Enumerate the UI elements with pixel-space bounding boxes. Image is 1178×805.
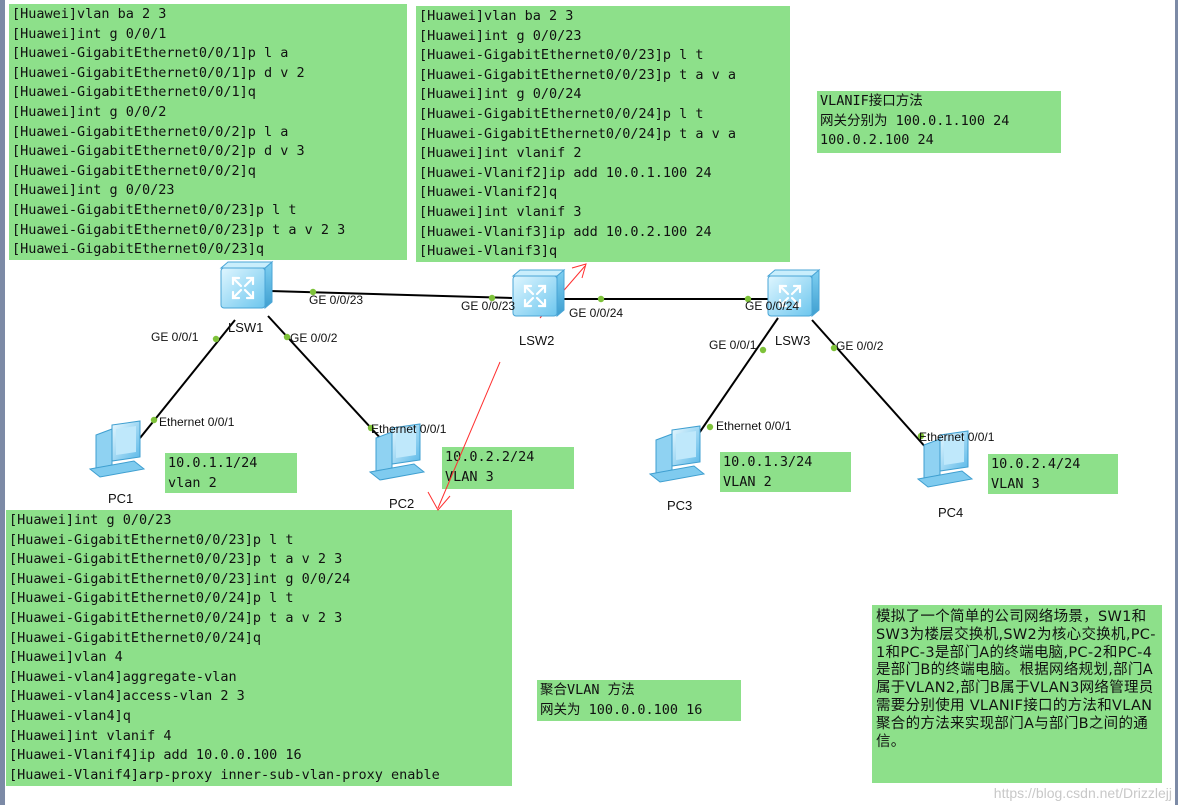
switch-lsw1[interactable] <box>219 260 274 310</box>
note-line: [Huawei-GigabitEthernet0/0/1]p d v 2 <box>12 64 305 81</box>
note-line: [Huawei-GigabitEthernet0/0/23]p l t <box>9 531 294 548</box>
note-lsw2-vlanif-config: [Huawei]vlan ba 2 3 [Huawei]int g 0/0/23 [… <box>416 6 790 262</box>
note-line: [Huawei-vlan4]access-vlan 2 3 <box>9 688 245 705</box>
label-lsw2: LSW2 <box>519 333 554 348</box>
note-line: [Huawei-GigabitEthernet0/0/24]p l t <box>9 590 294 607</box>
port-label-pc2-eth: Ethernet 0/0/1 <box>371 422 447 436</box>
label-lsw3: LSW3 <box>775 333 810 348</box>
window-frame-right <box>1175 0 1178 805</box>
note-line: [Huawei]int g 0/0/2 <box>12 103 167 120</box>
port-label-lsw3-ge1: GE 0/0/1 <box>709 338 757 352</box>
window-frame-left <box>0 0 5 805</box>
note-line: 聚合VLAN 方法 <box>540 682 635 698</box>
label-lsw1: LSW1 <box>228 320 263 335</box>
note-line: [Huawei-GigabitEthernet0/0/23]p t a v 2 … <box>9 551 343 568</box>
note-line: [Huawei-GigabitEthernet0/0/2]q <box>12 162 256 179</box>
note-line: [Huawei]int g 0/0/23 <box>12 182 175 199</box>
note-line: [Huawei-GigabitEthernet0/0/23]p l t <box>419 47 704 64</box>
port-label-lsw3-ge2: GE 0/0/2 <box>836 339 884 353</box>
port-label-lsw3-ge24: GE 0/0/24 <box>745 299 799 313</box>
port-label-lsw1-ge1: GE 0/0/1 <box>151 330 199 344</box>
note-line: [Huawei-GigabitEthernet0/0/23]p t a v a <box>419 66 736 83</box>
note-lsw1-config: [Huawei]vlan ba 2 3 [Huawei]int g 0/0/1 [H… <box>9 4 407 260</box>
pc-pc1[interactable] <box>89 420 145 478</box>
note-line: [Huawei]int g 0/0/23 <box>419 27 582 44</box>
note-vlanif-method: VLANIF接口方法网关分别为 100.0.1.100 24 100.0.2.10… <box>817 91 1061 153</box>
label-pc3: PC3 <box>667 498 692 513</box>
watermark: https://blog.csdn.net/Drizzlejj <box>993 785 1172 801</box>
note-line: [Huawei]int g 0/0/1 <box>12 25 167 42</box>
note-line: [Huawei-GigabitEthernet0/0/2]p d v 3 <box>12 143 305 160</box>
note-line: 网关为 100.0.0.100 16 <box>540 701 703 718</box>
note-line: [Huawei-GigabitEthernet0/0/23]p t a v 2 … <box>12 221 346 238</box>
note-line: [Huawei]vlan ba 2 3 <box>419 8 574 24</box>
note-pc1-info: 10.0.1.1/24 vlan 2 <box>165 453 297 493</box>
note-aggregate-config: [Huawei]int g 0/0/23 [Huawei-GigabitEther… <box>6 510 512 786</box>
note-line: [Huawei]int vlanif 4 <box>9 727 172 744</box>
note-line: 10.0.2.4/24 <box>991 456 1081 472</box>
note-line: [Huawei-Vlanif4]ip add 10.0.0.100 16 <box>9 747 302 764</box>
note-line: [Huawei-Vlanif2]ip add 10.0.1.100 24 <box>419 164 712 181</box>
note-scenario-description: 模拟了一个简单的公司网络场景，SW1和SW3为楼层交换机,SW2为核心交换机,P… <box>872 605 1162 783</box>
note-line: [Huawei]vlan ba 2 3 <box>12 6 167 22</box>
note-line: [Huawei-GigabitEthernet0/0/23]p l t <box>12 201 297 218</box>
note-line: [Huawei-GigabitEthernet0/0/1]q <box>12 84 256 101</box>
note-line: [Huawei-Vlanif4]arp-proxy inner-sub-vlan… <box>9 766 440 783</box>
label-pc4: PC4 <box>938 505 963 520</box>
note-line: [Huawei-GigabitEthernet0/0/24]p t a v a <box>419 125 736 142</box>
port-label-lsw2-ge23: GE 0/0/23 <box>461 299 515 313</box>
note-line: VLAN 3 <box>991 475 1040 492</box>
label-pc1: PC1 <box>108 491 133 506</box>
note-line: [Huawei]int g 0/0/23 <box>9 512 172 528</box>
note-line: [Huawei-vlan4]q <box>9 707 131 724</box>
note-line: vlan 2 <box>168 474 217 491</box>
link-lsw1-lsw2 <box>269 290 513 299</box>
port-dots <box>150 288 925 440</box>
note-line: [Huawei]int vlanif 3 <box>419 203 582 220</box>
note-line: VLAN 2 <box>723 473 772 490</box>
note-line: [Huawei]int g 0/0/24 <box>419 86 582 103</box>
link-lsw3-pc3 <box>692 317 779 443</box>
port-label-lsw1-ge2: GE 0/0/2 <box>290 331 338 345</box>
note-line: [Huawei]int vlanif 2 <box>419 145 582 162</box>
note-line: [Huawei-Vlanif2]q <box>419 184 558 201</box>
note-line: [Huawei-GigabitEthernet0/0/23]int g 0/0/… <box>9 570 351 587</box>
note-line: 网关分别为 100.0.1.100 24 <box>820 112 1010 129</box>
port-label-pc1-eth: Ethernet 0/0/1 <box>159 415 235 429</box>
note-line: [Huawei-GigabitEthernet0/0/1]p l a <box>12 45 289 62</box>
note-line: 10.0.2.2/24 <box>445 449 535 465</box>
note-line: [Huawei-Vlanif3]q <box>419 243 558 260</box>
note-aggregate-method: 聚合VLAN 方法网关为 100.0.0.100 16 <box>537 680 741 721</box>
note-line: [Huawei-GigabitEthernet0/0/24]p t a v 2 … <box>9 609 343 626</box>
port-label-lsw1-ge23: GE 0/0/23 <box>309 293 363 307</box>
arrow-to-aggregate-config <box>437 361 501 509</box>
note-line: VLANIF接口方法 <box>820 93 923 109</box>
switch-lsw2[interactable] <box>511 268 566 318</box>
note-line: 100.0.2.100 24 <box>820 132 934 149</box>
port-label-pc4-eth: Ethernet 0/0/1 <box>919 430 995 444</box>
note-line: [Huawei-GigabitEthernet0/0/23]q <box>12 241 264 258</box>
note-line: [Huawei]vlan 4 <box>9 649 123 666</box>
note-line: [Huawei-Vlanif3]ip add 10.0.2.100 24 <box>419 223 712 240</box>
link-lsw3-pc4 <box>811 319 929 451</box>
port-label-lsw2-ge24: GE 0/0/24 <box>569 306 623 320</box>
note-line: 10.0.1.3/24 <box>723 454 813 470</box>
port-label-pc3-eth: Ethernet 0/0/1 <box>716 419 792 433</box>
note-line: [Huawei-GigabitEthernet0/0/24]p l t <box>419 105 704 122</box>
pc-pc3[interactable] <box>649 425 705 483</box>
note-line: [Huawei-GigabitEthernet0/0/2]p l a <box>12 123 289 140</box>
note-line: [Huawei-vlan4]aggregate-vlan <box>9 668 237 685</box>
note-line: [Huawei-GigabitEthernet0/0/24]q <box>9 629 261 646</box>
label-pc2: PC2 <box>389 496 414 511</box>
note-line: 10.0.1.1/24 <box>168 455 258 471</box>
